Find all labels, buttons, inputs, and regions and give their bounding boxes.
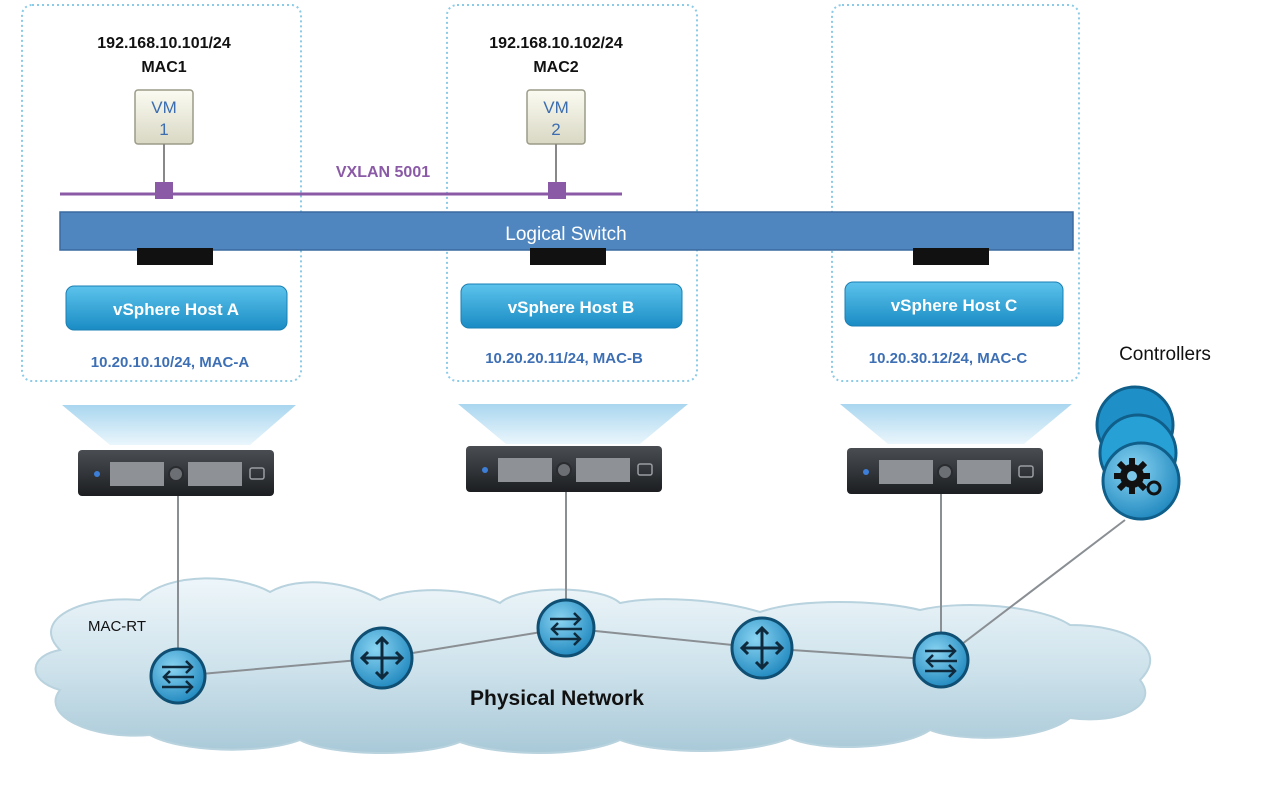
vm1-mac-label: MAC1 <box>141 59 186 76</box>
logical-switch-bar: Logical Switch <box>59 211 1074 251</box>
gear-icon <box>1114 458 1162 496</box>
host-c-switch-port <box>913 248 989 265</box>
host-a-name: vSphere Host A <box>113 300 239 319</box>
vm1-ip-label: 192.168.10.101/24 <box>97 35 231 52</box>
host-c-name: vSphere Host C <box>891 296 1018 315</box>
router-node-1 <box>350 626 414 690</box>
host-a-switch-port <box>137 248 213 265</box>
host-a-beam <box>62 405 296 445</box>
physical-network-label: Physical Network <box>470 687 644 710</box>
switch-node-a <box>149 647 207 705</box>
vm2-vxlan-port <box>548 182 566 199</box>
host-c-group <box>831 4 1080 382</box>
host-c-address: 10.20.30.12/24, MAC-C <box>869 350 1028 367</box>
host-b-switch-port <box>530 248 606 265</box>
vxlan-label: VXLAN 5001 <box>336 164 430 181</box>
server-c <box>847 448 1043 494</box>
host-b-name: vSphere Host B <box>508 298 635 317</box>
vm2-label-line2: 2 <box>551 120 560 139</box>
host-b-address: 10.20.20.11/24, MAC-B <box>485 350 643 367</box>
switch-node-b <box>536 598 596 658</box>
host-a-group <box>21 4 302 382</box>
vm1-label-line2: 1 <box>159 120 168 139</box>
vm2-box: VM 2 <box>526 89 586 145</box>
controllers-stack <box>1095 385 1181 521</box>
host-a-address: 10.20.10.10/24, MAC-A <box>91 354 250 371</box>
router-node-2 <box>730 616 794 680</box>
host-a-button: vSphere Host A <box>65 285 288 331</box>
vm2-label-line1: VM <box>543 98 569 117</box>
host-c-beam <box>840 404 1072 444</box>
physical-network-cloud <box>34 577 1152 755</box>
host-b-button: vSphere Host B <box>460 283 683 329</box>
vm1-box: VM 1 <box>134 89 194 145</box>
server-b <box>466 446 662 492</box>
vm1-vxlan-port <box>155 182 173 199</box>
vm1-label-line1: VM <box>151 98 177 117</box>
logical-switch-label: Logical Switch <box>505 224 626 245</box>
host-b-beam <box>458 404 688 444</box>
vm2-ip-label: 192.168.10.102/24 <box>489 35 623 52</box>
host-c-button: vSphere Host C <box>844 281 1064 327</box>
controllers-label: Controllers <box>1119 344 1211 365</box>
switch-node-c <box>912 631 970 689</box>
server-a <box>78 450 274 496</box>
vm2-mac-label: MAC2 <box>533 59 578 76</box>
mac-rt-label: MAC-RT <box>88 618 146 635</box>
